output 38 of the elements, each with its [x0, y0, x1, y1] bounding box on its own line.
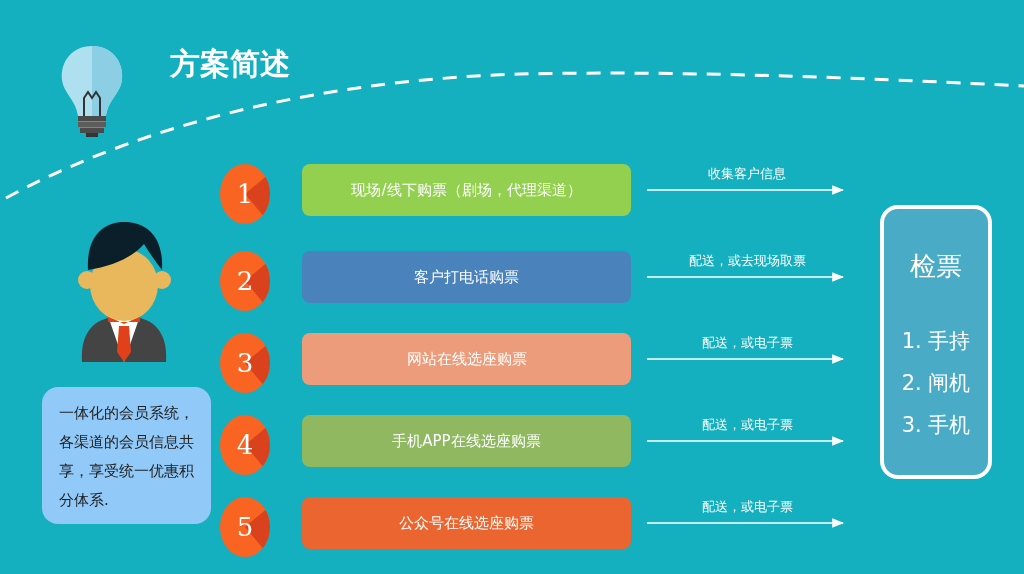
step-number: 5	[236, 512, 254, 542]
channel-box	[302, 415, 631, 467]
number-circle	[220, 251, 270, 311]
channel-text: 公众号在线选座购票	[399, 513, 534, 533]
list-item: 1. 手持	[901, 328, 971, 355]
channel-box	[302, 251, 631, 303]
arrow	[646, 436, 845, 446]
channel-text: 网站在线选座购票	[406, 349, 527, 369]
step-number: 3	[236, 348, 254, 378]
number-circle	[220, 415, 270, 475]
channel-text: 现场/线下购票（剧场，代理渠道）	[351, 180, 582, 200]
edge-label: 配送，或电子票	[700, 334, 794, 352]
title: 方案简述	[170, 45, 290, 83]
channel-text: 手机APP在线选座购票	[392, 431, 541, 451]
channel-box	[302, 333, 631, 385]
channel-box	[302, 497, 631, 549]
number-circle	[220, 497, 270, 557]
arrow	[646, 354, 845, 364]
number-circle	[220, 164, 270, 224]
step-number: 1	[236, 179, 254, 209]
note-text: 一体化的会员系统，各渠道的会员信息共享，享受统一优惠积分体系.	[59, 403, 195, 511]
note-box	[42, 387, 211, 524]
channel-text: 客户打电话购票	[414, 267, 519, 287]
box-heading: 检票	[910, 250, 962, 283]
arrow	[646, 518, 845, 528]
channel-box	[302, 164, 631, 216]
step-number: 4	[236, 430, 254, 460]
check-box	[880, 205, 992, 479]
arrow	[646, 272, 845, 282]
edge-label: 配送，或电子票	[700, 416, 794, 434]
edge-label: 配送，或去现场取票	[687, 252, 807, 270]
number-circle	[220, 333, 270, 393]
edge-label: 收集客户信息	[707, 165, 787, 183]
list-item: 3. 手机	[901, 412, 971, 439]
list-item: 2. 闸机	[901, 370, 971, 397]
edge-label: 配送，或电子票	[700, 498, 794, 516]
step-number: 2	[236, 266, 254, 296]
arrow	[646, 185, 845, 195]
